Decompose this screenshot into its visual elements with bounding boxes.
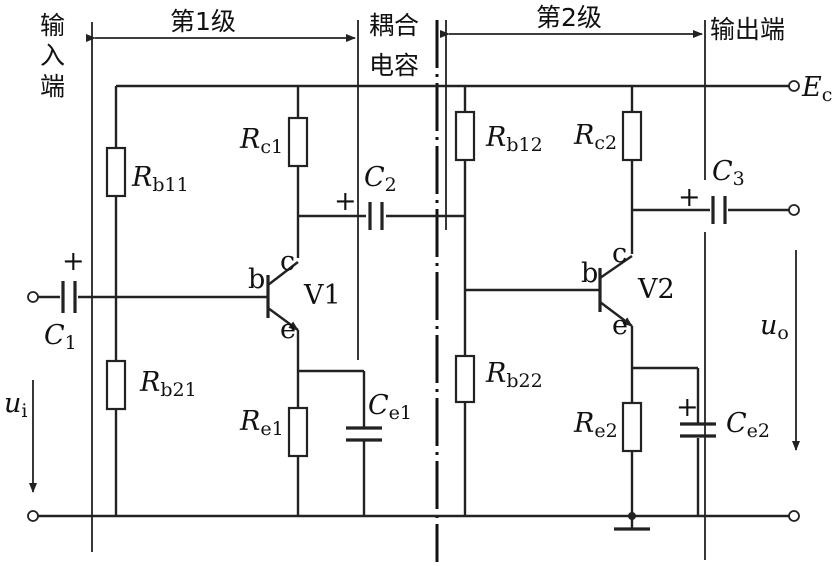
capacitor-c2 bbox=[368, 202, 384, 230]
label-ce1: Ce1 bbox=[368, 390, 412, 424]
input-port-label-1: 输 bbox=[40, 11, 65, 40]
stage2-heading: 第2级 bbox=[536, 3, 602, 32]
v2-base-label: b bbox=[581, 258, 598, 289]
label-re2: Re2 bbox=[573, 408, 618, 442]
v2-name-label: V2 bbox=[637, 274, 675, 305]
label-rb11: Rb11 bbox=[131, 162, 189, 196]
label-rb12: Rb12 bbox=[485, 122, 543, 156]
section-dividers bbox=[91, 20, 706, 562]
label-c2: C2 bbox=[364, 162, 397, 196]
plus-mark-c2: + bbox=[334, 186, 357, 217]
resistor-rc1 bbox=[287, 116, 309, 168]
coupling-cap-label-1: 耦合 bbox=[369, 11, 419, 40]
v2-emitter-label: e bbox=[612, 310, 628, 341]
stage-range-arrows bbox=[86, 30, 703, 42]
label-rc1: Rc1 bbox=[239, 124, 283, 158]
resistor-rb21 bbox=[105, 359, 127, 411]
ground-symbol bbox=[614, 512, 650, 531]
output-port-heading: 输出端 bbox=[710, 15, 785, 44]
v1-emitter-label: e bbox=[280, 314, 296, 345]
capacitor-ce1 bbox=[346, 426, 382, 442]
resistor-rb22 bbox=[454, 354, 476, 404]
plus-mark-c3: + bbox=[678, 182, 701, 213]
stage1-heading: 第1级 bbox=[170, 7, 236, 36]
label-rc2: Rc2 bbox=[573, 120, 617, 154]
capacitor-ce2 bbox=[680, 422, 716, 438]
v1-collector-label: c bbox=[280, 246, 295, 277]
output-ground-terminal bbox=[788, 510, 800, 522]
capacitor-c3 bbox=[711, 196, 727, 224]
input-ground-terminal bbox=[27, 510, 39, 522]
input-port-label-3: 端 bbox=[40, 72, 65, 101]
label-c1: C1 bbox=[44, 320, 77, 354]
plus-mark-ce2: + bbox=[676, 392, 699, 423]
resistor-re2 bbox=[621, 401, 643, 453]
coupling-cap-label-2: 电容 bbox=[369, 51, 419, 80]
label-re1: Re1 bbox=[239, 406, 284, 440]
label-ui: ui bbox=[4, 388, 27, 422]
label-ce2: Ce2 bbox=[726, 408, 770, 442]
plus-mark-c1: + bbox=[62, 246, 85, 277]
transistor-v1 bbox=[266, 261, 299, 331]
transistor-v2 bbox=[598, 255, 633, 327]
v2-collector-label: c bbox=[612, 238, 627, 269]
v1-base-label: b bbox=[248, 264, 265, 295]
resistor-re1 bbox=[287, 406, 309, 458]
output-terminal bbox=[788, 204, 800, 216]
label-rb21: Rb21 bbox=[139, 367, 197, 401]
input-port-label-2: 入 bbox=[40, 41, 65, 70]
label-uo: uo bbox=[760, 310, 789, 344]
label-c3: C3 bbox=[712, 156, 745, 190]
label-rb22: Rb22 bbox=[485, 358, 543, 392]
label-supply: Ec bbox=[801, 72, 832, 106]
resistor-rb12 bbox=[454, 110, 476, 162]
capacitor-c1 bbox=[61, 281, 77, 313]
supply-terminal bbox=[788, 80, 800, 92]
v1-name-label: V1 bbox=[303, 280, 341, 311]
circuit-wiring bbox=[33, 84, 794, 518]
resistor-rc2 bbox=[621, 110, 643, 162]
resistor-rb11 bbox=[105, 146, 127, 198]
input-terminal bbox=[27, 291, 39, 303]
